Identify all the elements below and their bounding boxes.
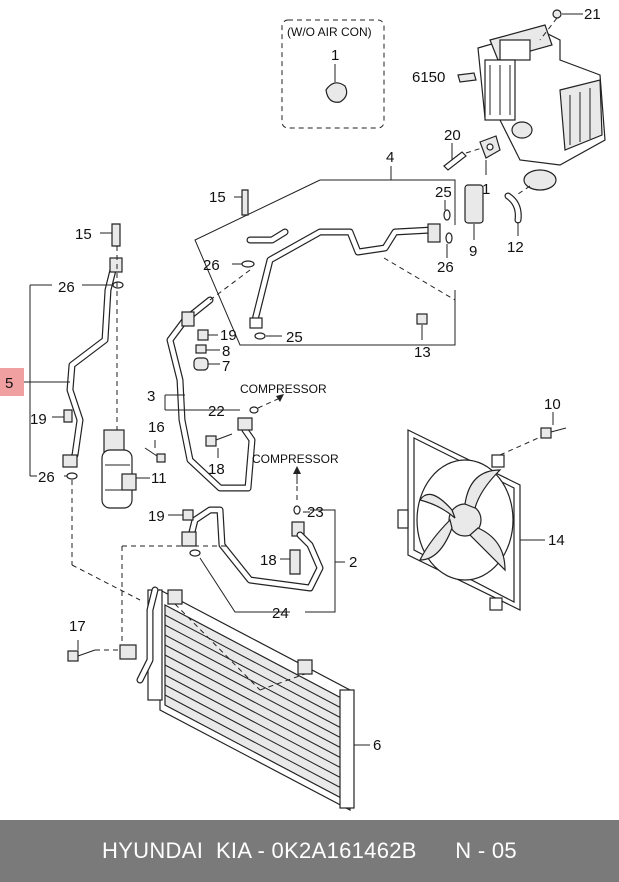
label-26-tube4: 26	[203, 257, 220, 274]
liquid-tube-3-group	[164, 269, 284, 492]
label-5: 5	[5, 375, 13, 392]
label-7: 7	[222, 358, 230, 375]
label-26-lower-left: 26	[38, 469, 55, 486]
suction-tube-4-group: 4	[194, 149, 456, 346]
label-4: 4	[386, 149, 394, 166]
label-2: 2	[349, 554, 357, 571]
footer-spacer	[417, 838, 455, 864]
label-5-highlight	[0, 368, 24, 396]
receiver-9-group	[464, 169, 557, 240]
label-15-left: 15	[75, 226, 92, 243]
gasket-6150-part	[457, 72, 477, 83]
label-13: 13	[414, 344, 431, 361]
label-20: 20	[444, 127, 461, 144]
label-3: 3	[147, 388, 155, 405]
cooling-fan-14-group	[397, 412, 567, 611]
footer-brand-part-number: HYUNDAI KIA - 0K2A161462B	[102, 838, 417, 863]
bolt-18-upper-group	[205, 433, 233, 458]
evaporator-unit	[457, 9, 606, 166]
bolt-16-group	[144, 440, 166, 463]
footer-page-code: N - 05	[455, 838, 517, 863]
label-1-cap: 1	[331, 47, 339, 64]
parts-diagram: (W/O AIR CON) 1 21 6150 20 1	[0, 6, 606, 811]
bolt-17-group	[67, 640, 120, 662]
label-14: 14	[548, 532, 565, 549]
bolt-13-group	[416, 313, 428, 340]
label-15-top: 15	[209, 189, 226, 206]
discharge-tube-2-group: COMPRESSOR	[168, 452, 345, 613]
label-1-gasket: 1	[482, 181, 490, 198]
label-6150: 6150	[412, 69, 445, 86]
part-9	[464, 184, 484, 224]
label-16: 16	[148, 419, 165, 436]
cap-plug-part	[325, 82, 348, 103]
part-number-footer: HYUNDAI KIA - 0K2A161462B N - 05	[0, 820, 619, 882]
discharge-hose-5-group	[24, 223, 141, 601]
condenser-6-group	[119, 545, 370, 811]
label-8: 8	[222, 343, 230, 360]
expansion-valve-group	[443, 135, 501, 175]
screw-21-part	[552, 9, 562, 19]
label-9: 9	[469, 243, 477, 260]
label-21: 21	[584, 6, 601, 23]
label-23: 23	[307, 504, 324, 521]
label-10: 10	[544, 396, 561, 413]
receiver-drier-11-group	[101, 429, 150, 509]
label-26-upper-left: 26	[58, 279, 75, 296]
label-6: 6	[373, 737, 381, 754]
label-19-upper: 19	[220, 327, 237, 344]
compressor-callout-1: COMPRESSOR	[240, 382, 327, 396]
label-12: 12	[507, 239, 524, 256]
label-25-mid: 25	[286, 329, 303, 346]
label-22: 22	[208, 403, 225, 420]
label-19-lower: 19	[148, 508, 165, 525]
label-25-top: 25	[435, 184, 452, 201]
label-19-left: 19	[30, 411, 47, 428]
wo-air-con-group: (W/O AIR CON) 1	[281, 19, 385, 129]
label-24: 24	[272, 605, 289, 622]
label-18-upper: 18	[208, 461, 225, 478]
compressor-callout-2: COMPRESSOR	[252, 452, 339, 466]
label-11: 11	[151, 470, 167, 487]
label-26-right: 26	[437, 259, 454, 276]
label-18-lower: 18	[260, 552, 277, 569]
label-17: 17	[69, 618, 86, 635]
wo-air-con-caption: (W/O AIR CON)	[287, 25, 372, 39]
